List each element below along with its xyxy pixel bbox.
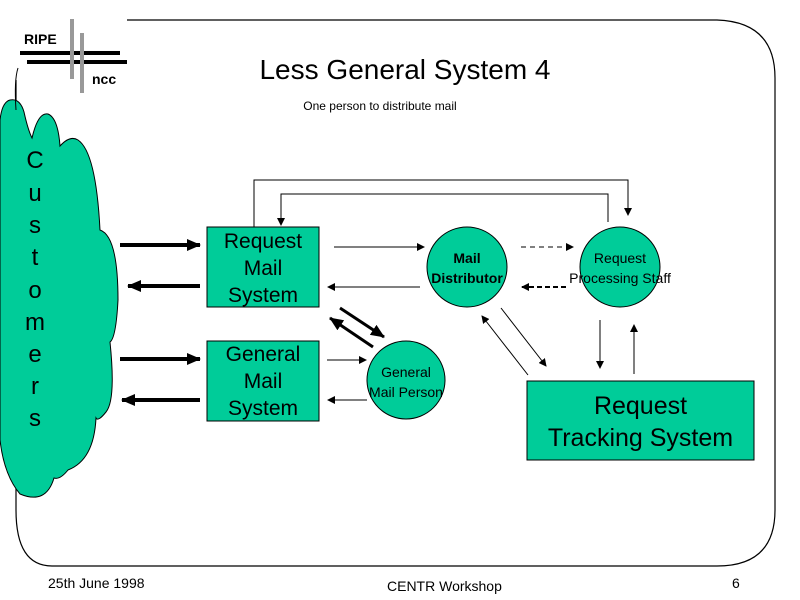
label-line: Mail [243, 370, 283, 393]
label-line: Mail [453, 250, 481, 266]
customers-letter: u [28, 180, 42, 207]
general-mail-person-circle[interactable] [366, 340, 446, 420]
arrow-request-mail-to-mail-person [339, 306, 385, 339]
footer-page-number: 6 [732, 575, 740, 591]
ripe-ncc-logo [20, 19, 127, 93]
label-line: General [381, 364, 431, 380]
label-line: System [227, 397, 298, 420]
arrow-staff-to-request-mail [277, 193, 609, 226]
label-line: System [227, 284, 298, 307]
request-processing-staff-label: Request Processing Staff [560, 248, 680, 288]
request-tracking-system-box[interactable] [526, 380, 755, 461]
customers-letter: t [31, 244, 39, 271]
frame-left-join [14, 67, 19, 111]
logo-ripe-text: RIPE [24, 31, 57, 47]
label-line: Request [223, 230, 303, 253]
mail-distributor-circle[interactable] [426, 226, 508, 308]
customers-cloud [0, 99, 119, 498]
label-line: Tracking System [547, 424, 734, 452]
general-mail-system-label: General Mail System [207, 341, 319, 422]
footer-event: CENTR Workshop [387, 578, 502, 594]
customers-letter: e [28, 341, 42, 368]
request-processing-staff-circle[interactable] [579, 226, 661, 308]
general-mail-system-box[interactable] [206, 340, 320, 422]
general-mail-person-label: General Mail Person [356, 362, 456, 402]
request-tracking-system-label: Request Tracking System [527, 390, 754, 454]
label-line: Request [593, 250, 647, 266]
slide-subtitle: One person to distribute mail [303, 99, 457, 113]
customers-letter: r [31, 373, 39, 400]
customers-letter: m [25, 309, 45, 336]
logo-ncc-text: ncc [92, 71, 117, 87]
mail-distributor-label: Mail Distributor [417, 248, 517, 288]
customers-letter: C [26, 147, 44, 174]
footer-date: 25th June 1998 [48, 575, 145, 591]
customers-letter: o [28, 277, 42, 304]
label-line: Mail [243, 257, 283, 280]
slide-frame [15, 19, 776, 567]
label-line: General [225, 343, 301, 366]
arrow-distributor-to-tracking [500, 307, 547, 367]
label-line: Mail Person [369, 384, 443, 400]
label-line: Processing Staff [569, 270, 671, 286]
label-line: Request [593, 392, 688, 420]
slide-title: Less General System 4 [259, 54, 551, 85]
label-line: Distributor [431, 270, 503, 286]
customers-letter: s [29, 212, 41, 239]
customers-letter: s [29, 405, 41, 432]
arrow-request-mail-to-staff [253, 179, 632, 227]
arrow-mail-person-to-request-mail [329, 316, 374, 349]
request-mail-system-box[interactable] [206, 226, 320, 308]
request-mail-system-label: Request Mail System [207, 228, 319, 309]
arrow-tracking-to-distributor [481, 315, 529, 376]
